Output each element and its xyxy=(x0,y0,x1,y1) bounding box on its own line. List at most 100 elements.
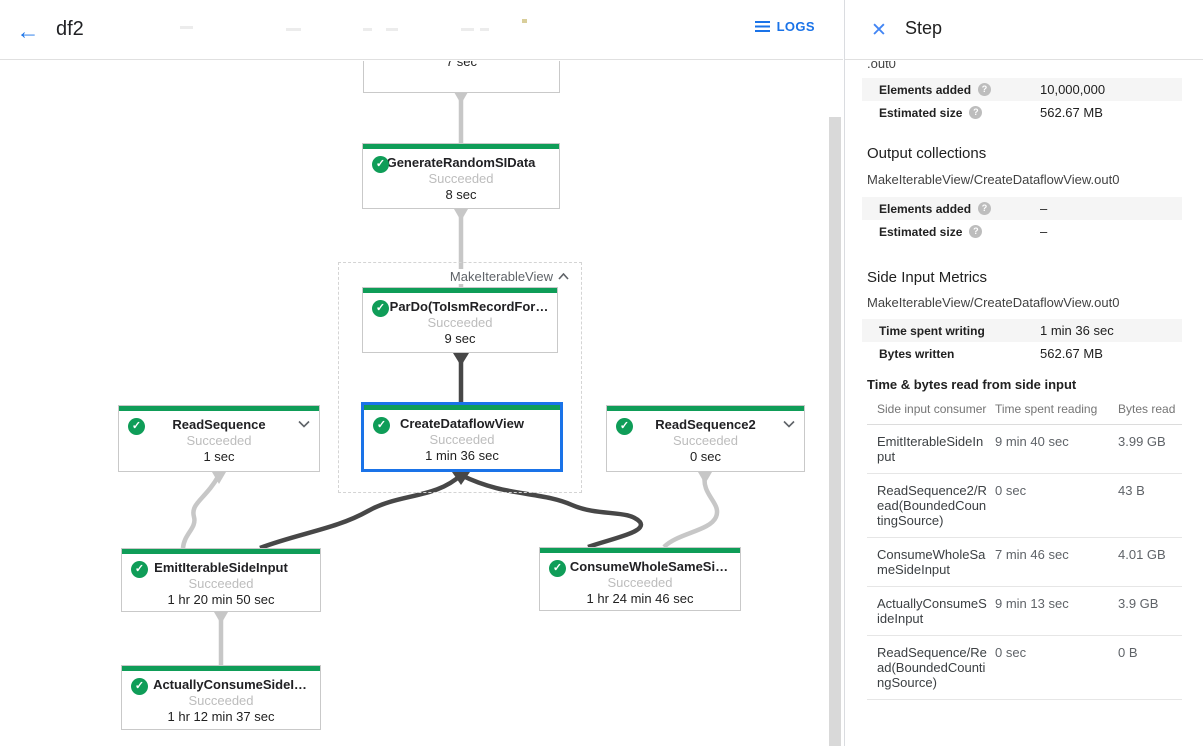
table-row: ReadSequence2/Read(BoundedCountingSource… xyxy=(867,474,1182,538)
time-cell: 7 min 46 sec xyxy=(995,547,1069,562)
consumer-cell: EmitIterableSideInput xyxy=(877,434,984,464)
success-check-icon: ✓ xyxy=(372,156,389,173)
panel-header: ✕ Step xyxy=(845,0,1203,60)
step-detail-panel: ✕ Step .out0 Elements added ? 10,000,000… xyxy=(845,0,1203,746)
node-title: GenerateRandomSIData xyxy=(386,155,536,170)
node-title: ReadSequence2 xyxy=(655,417,756,432)
help-icon[interactable]: ? xyxy=(978,202,992,215)
node-consumewholesamesideinput[interactable]: ✓ ConsumeWholeSameSi… Succeeded 1 hr 24 … xyxy=(539,547,741,611)
success-check-icon: ✓ xyxy=(131,678,148,695)
table-row: ActuallyConsumeSideInput 9 min 13 sec 3.… xyxy=(867,587,1182,636)
consumer-cell: ConsumeWholeSameSideInput xyxy=(877,547,986,577)
node-title: ReadSequence xyxy=(172,417,266,432)
logs-button-label: LOGS xyxy=(776,19,815,34)
node-status: Succeeded xyxy=(427,315,493,330)
success-check-icon: ✓ xyxy=(549,560,566,577)
chevron-down-icon[interactable] xyxy=(298,420,310,428)
node-status: Succeeded xyxy=(607,575,673,590)
canvas-vertical-scrollbar[interactable] xyxy=(829,117,841,746)
job-title: df2 xyxy=(56,18,84,40)
side-input-write-metrics: Time spent writing 1 min 36 sec Bytes wr… xyxy=(862,319,1182,365)
logs-list-icon xyxy=(754,21,770,32)
back-button[interactable]: ← xyxy=(14,17,42,45)
node-createdataflowview[interactable]: ✓ CreateDataflowView Succeeded 1 min 36 … xyxy=(361,402,563,472)
node-pardo-toismrecord[interactable]: ✓ ParDo(ToIsmRecordFor… Succeeded 9 sec xyxy=(362,287,558,353)
chevron-up-icon xyxy=(558,273,569,280)
node-duration: 0 sec xyxy=(689,449,722,464)
node-status: Succeeded xyxy=(188,576,254,591)
table-row: EmitIterableSideInput 9 min 40 sec 3.99 … xyxy=(867,425,1182,474)
time-cell: 0 sec xyxy=(995,645,1027,660)
toolbar-ghost-artifact xyxy=(522,19,527,23)
close-icon[interactable]: ✕ xyxy=(866,17,892,43)
panel-title: Step xyxy=(905,18,943,38)
group-label: MakeIterableView xyxy=(449,269,553,284)
table-row: ConsumeWholeSameSideInput 7 min 46 sec 4… xyxy=(867,538,1182,587)
node-status-bar xyxy=(363,288,557,293)
bytes-cell: 3.99 GB xyxy=(1118,434,1166,449)
bytes-cell: 0 B xyxy=(1118,645,1138,660)
node-duration: 1 hr 12 min 37 sec xyxy=(167,709,275,724)
metric-label: Elements added xyxy=(879,82,972,97)
help-icon[interactable]: ? xyxy=(978,83,992,96)
column-header: Side input consumer xyxy=(877,402,987,416)
metric-value: 562.67 MB xyxy=(1040,346,1103,361)
panel-content: .out0 Elements added ? 10,000,000 Estima… xyxy=(845,61,1203,746)
side-input-metrics-heading: Side Input Metrics xyxy=(867,269,988,286)
node-title: EmitIterableSideInput xyxy=(154,560,288,575)
node-partial-top[interactable]: Succeeded 7 sec xyxy=(363,61,560,93)
node-status-bar xyxy=(122,666,320,671)
panel-divider xyxy=(844,0,845,746)
node-duration: 1 sec xyxy=(203,449,235,464)
node-status-bar xyxy=(540,548,740,553)
toolbar-ghost-artifact xyxy=(286,28,301,31)
metric-value: 1 min 36 sec xyxy=(1040,323,1114,338)
side-input-read-table: Side input consumer Time spent reading B… xyxy=(867,400,1182,700)
output-collection-metrics: Elements added ? – Estimated size ? – xyxy=(862,197,1182,243)
table-header-row: Side input consumer Time spent reading B… xyxy=(867,400,1182,425)
column-header: Time spent reading xyxy=(995,402,1098,416)
column-header: Bytes read xyxy=(1118,402,1176,416)
node-generaterandomsidata[interactable]: ✓ GenerateRandomSIData Succeeded 8 sec xyxy=(362,143,560,209)
node-duration: 7 sec xyxy=(445,61,478,69)
node-duration: 8 sec xyxy=(445,187,477,202)
time-cell: 9 min 40 sec xyxy=(995,434,1069,449)
metric-row: Elements added ? – xyxy=(862,197,1182,220)
metric-row: Estimated size ? 562.67 MB xyxy=(862,101,1182,124)
bytes-cell: 43 B xyxy=(1118,483,1145,498)
node-status-bar xyxy=(364,405,560,410)
consumer-cell: ReadSequence2/Read(BoundedCountingSource… xyxy=(877,483,987,528)
node-status-bar xyxy=(607,406,804,411)
node-status: Succeeded xyxy=(429,432,495,447)
pipeline-graph-canvas[interactable]: MakeIterableView Succeeded 7 sec ✓ Gener… xyxy=(0,61,828,746)
toolbar-ghost-artifact xyxy=(180,26,193,29)
node-status-bar xyxy=(119,406,319,411)
node-title: ParDo(ToIsmRecordFor… xyxy=(389,299,549,314)
node-duration: 9 sec xyxy=(444,331,476,346)
toolbar-ghost-artifact xyxy=(461,28,474,31)
node-emititerablesideinput[interactable]: ✓ EmitIterableSideInput Succeeded 1 hr 2… xyxy=(121,548,321,612)
metric-value: 562.67 MB xyxy=(1040,105,1103,120)
metric-row: Time spent writing 1 min 36 sec xyxy=(862,319,1182,342)
logs-button[interactable]: LOGS xyxy=(754,19,815,34)
node-readsequence[interactable]: ✓ ReadSequence Succeeded 1 sec xyxy=(118,405,320,472)
time-cell: 9 min 13 sec xyxy=(995,596,1069,611)
help-icon[interactable]: ? xyxy=(969,225,983,238)
toolbar-ghost-artifact xyxy=(480,28,489,31)
node-readsequence2[interactable]: ✓ ReadSequence2 Succeeded 0 sec xyxy=(606,405,805,472)
chevron-down-icon[interactable] xyxy=(783,420,795,428)
group-makeiterableview: MakeIterableView xyxy=(338,262,582,493)
group-toggle[interactable]: MakeIterableView xyxy=(447,269,571,284)
metric-value: 10,000,000 xyxy=(1040,82,1106,97)
node-duration: 1 min 36 sec xyxy=(425,448,499,463)
node-title: ActuallyConsumeSideI… xyxy=(153,677,307,692)
toolbar: ← df2 LOGS xyxy=(0,0,843,60)
input-collection-metrics: Elements added ? 10,000,000 Estimated si… xyxy=(862,78,1182,124)
read-table-heading: Time & bytes read from side input xyxy=(867,377,1077,392)
node-actuallyconsumesideinput[interactable]: ✓ ActuallyConsumeSideI… Succeeded 1 hr 1… xyxy=(121,665,321,730)
help-icon[interactable]: ? xyxy=(969,106,983,119)
success-check-icon: ✓ xyxy=(373,417,390,434)
metric-label: Estimated size xyxy=(879,105,963,120)
node-status: Succeeded xyxy=(672,433,739,448)
bytes-cell: 3.9 GB xyxy=(1118,596,1159,611)
